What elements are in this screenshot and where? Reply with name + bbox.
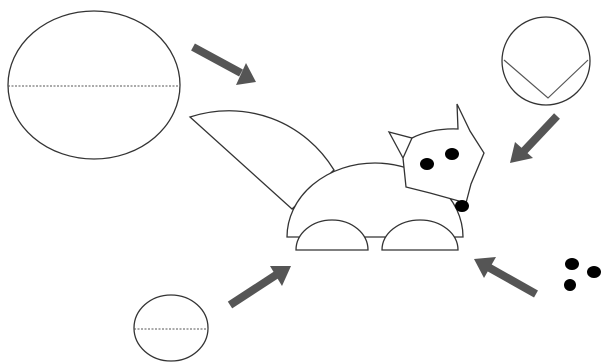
fox-right-eye — [445, 148, 459, 160]
fox-figure-icon — [190, 104, 484, 250]
arrow-to-head-icon — [510, 116, 557, 163]
arrow-to-legs-icon — [230, 266, 291, 305]
fox-nose — [455, 200, 469, 212]
arrow-to-tail-icon — [193, 47, 256, 85]
fox-left-eye — [420, 158, 434, 170]
small-circle-halved-icon — [134, 295, 208, 361]
circle-with-v-cut-icon — [502, 17, 590, 105]
three-dots-icon — [564, 258, 601, 291]
arrow-to-face-icon — [474, 257, 536, 294]
large-circle-halved-icon — [8, 11, 180, 159]
